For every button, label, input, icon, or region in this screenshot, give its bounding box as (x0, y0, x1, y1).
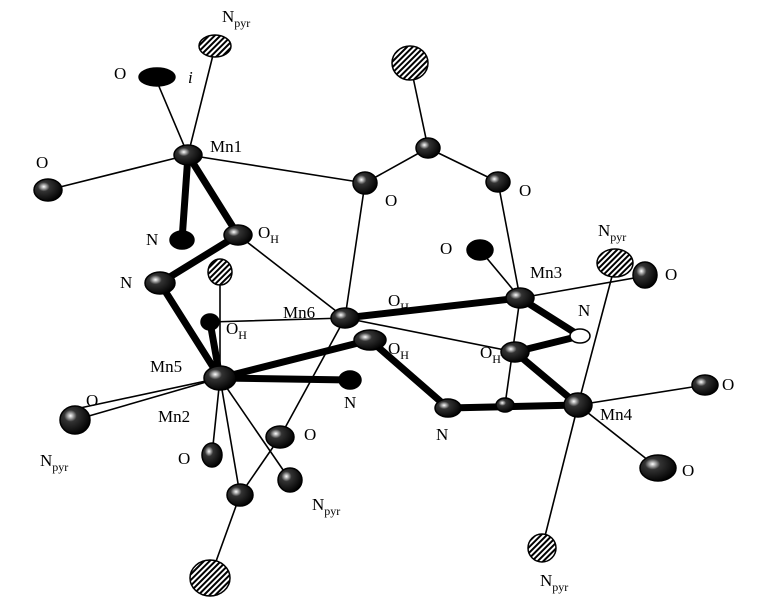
atom-oh-4 (500, 341, 530, 363)
atom-c-top (391, 45, 429, 81)
thick-bonds (156, 151, 584, 412)
atom-o-top-left (138, 67, 176, 87)
atom-o-mn2-left (59, 405, 91, 435)
label-o-mn3-right: O (665, 265, 677, 284)
atom-o-lower-left (201, 442, 223, 468)
label-o-mid-right: O (519, 181, 531, 200)
label-o-mn2-left: O (86, 391, 98, 410)
atom-npyr-bottom-right (527, 533, 557, 563)
atom-o-mid-right (485, 171, 511, 193)
label-n-left-2: N (120, 273, 132, 292)
atom-o-mn3-right (632, 261, 658, 289)
label-npyr-upper-right: Npyr (598, 221, 626, 244)
label-npyr-bottom-center: Npyr (312, 495, 340, 518)
label-mn1: Mn1 (210, 137, 242, 156)
label-o-lower-left: O (178, 449, 190, 468)
atom-n-mn3 (569, 328, 591, 344)
atom-npyr-upper-right (596, 248, 634, 278)
label-oh-2: OH (388, 291, 409, 314)
atom-labels: Npyr O i Mn1 O O O N OH O Npyr Mn3 O N M… (36, 7, 734, 594)
label-i-mark: i (188, 68, 193, 87)
atom-o-lower-center (265, 425, 295, 449)
label-mn2: Mn2 (158, 407, 190, 426)
label-oh-4: OH (388, 339, 409, 362)
label-npyr-bottom-right: Npyr (540, 571, 568, 594)
atom-c-bottom-left (189, 559, 231, 597)
label-o-mn3-left: O (440, 239, 452, 258)
atom-o-mid (352, 171, 378, 195)
label-o-mn4-right: O (722, 375, 734, 394)
label-n-mn3: N (578, 301, 590, 320)
atom-o-mn4-lower (639, 454, 677, 482)
label-o-left: O (36, 153, 48, 172)
label-mn5: Mn5 (150, 357, 182, 376)
label-n-left-1: N (146, 230, 158, 249)
atom-npyr-top (198, 34, 232, 58)
label-npyr-left: Npyr (40, 451, 68, 474)
label-o-mn4-lower: O (682, 461, 694, 480)
atom-mn5-axial (207, 258, 233, 286)
atom-c-bottom (226, 483, 254, 507)
atom-oh-1 (223, 224, 253, 246)
label-mn6: Mn6 (283, 303, 315, 322)
atom-c-lower (495, 397, 515, 413)
atom-mn4 (563, 392, 593, 418)
label-o-mid: O (385, 191, 397, 210)
atom-o-mn4-right (691, 374, 719, 396)
label-oh-5: OH (480, 343, 501, 366)
label-mn4: Mn4 (600, 405, 633, 424)
atom-oh-3 (353, 329, 387, 351)
atom-oh-2 (200, 313, 220, 331)
label-n-lower: N (436, 425, 448, 444)
atom-n-center (338, 370, 362, 390)
label-n-center: N (344, 393, 356, 412)
atom-n-left-2 (144, 271, 176, 295)
atom-mn6 (330, 307, 360, 329)
atom-npyr-bottom-center (277, 467, 303, 493)
atom-o-left (33, 178, 63, 202)
atoms (33, 34, 719, 597)
atom-mn1 (173, 144, 203, 166)
atom-mn3 (505, 287, 535, 309)
atom-o-mn3-left (466, 239, 494, 261)
label-npyr-top: Npyr (222, 7, 250, 30)
atom-n-left-1 (169, 230, 195, 250)
atom-c-mid (415, 137, 441, 159)
label-o-top-left: O (114, 64, 126, 83)
label-o-lower-center: O (304, 425, 316, 444)
label-oh-1: OH (258, 223, 279, 246)
label-oh-3: OH (226, 319, 247, 342)
label-mn3: Mn3 (530, 263, 562, 282)
atom-n-lower (434, 398, 462, 418)
atom-mn5 (203, 365, 237, 391)
